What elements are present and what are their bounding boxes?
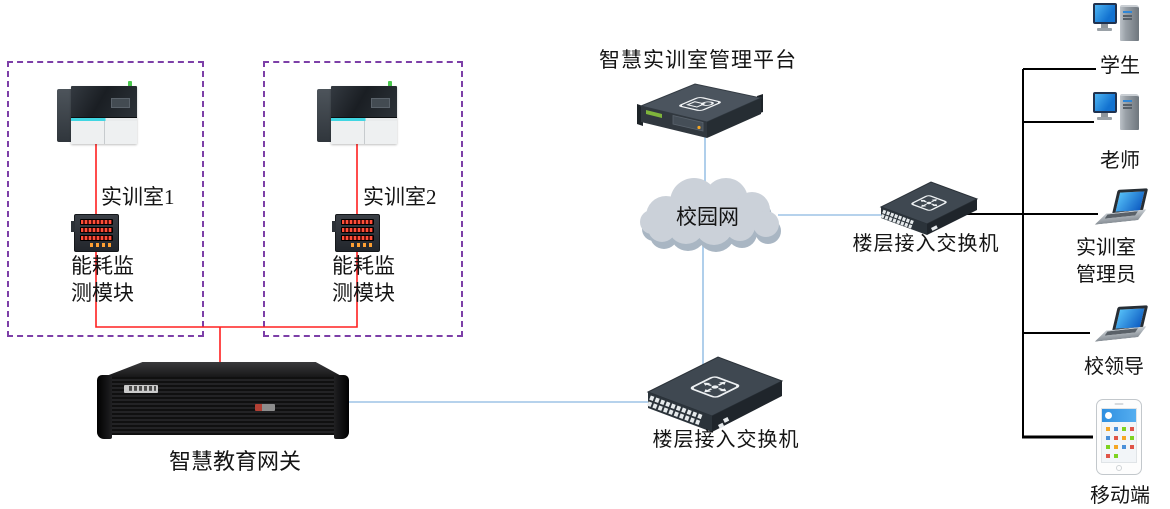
power-led-icon (128, 81, 132, 88)
floor-switch-right-label: 楼层接入交换机 (852, 233, 1000, 255)
meter2-label: 能耗监 测模块 (332, 254, 395, 305)
endpoint-admin-label: 实训室 管理员 (1076, 237, 1136, 286)
room1-label: 实训室1 (101, 185, 175, 209)
desktop-computer-icon (1093, 3, 1141, 45)
switch-ports (647, 395, 703, 425)
energy-meter-icon (332, 214, 380, 252)
lab-equipment-icon (317, 81, 397, 146)
floor-switch-right-icon (879, 181, 979, 235)
cloud-label: 校园网 (676, 205, 739, 229)
switch-icon-glyph (911, 195, 947, 211)
floor-switch-main-icon (646, 356, 784, 432)
desktop-computer-icon (1093, 92, 1141, 134)
laptop-icon (1094, 305, 1152, 346)
gateway-logo (124, 385, 158, 393)
training-room-2-box (263, 61, 463, 337)
endpoint-leader-label: 校领导 (1084, 356, 1144, 378)
training-room-1-box (7, 61, 204, 337)
smartphone-icon (1096, 399, 1142, 475)
pc-tower-icon (1120, 94, 1139, 130)
monitor-icon (1093, 92, 1117, 113)
endpoint-teacher-label: 老师 (1100, 150, 1140, 172)
switch-ports (880, 209, 914, 229)
lab-equipment-icon (57, 81, 137, 146)
endpoint-mobile-label: 移动端 (1090, 485, 1150, 507)
switch-icon-glyph (690, 376, 740, 398)
gateway-server-icon (97, 362, 349, 444)
gateway-indicator-icon (255, 404, 275, 411)
gateway-label: 智慧教育网关 (168, 449, 301, 474)
pc-tower-icon (1120, 5, 1139, 41)
campus-cloud-icon (640, 178, 781, 252)
platform-icon-glyph (679, 97, 721, 111)
meter1-label: 能耗监 测模块 (71, 254, 134, 305)
floor-switch-main-label: 楼层接入交换机 (652, 429, 800, 451)
monitor-icon (1093, 3, 1117, 24)
power-led-icon (388, 81, 392, 88)
room2-label: 实训室2 (363, 185, 437, 209)
platform-label: 智慧实训室管理平台 (599, 48, 797, 72)
energy-meter-icon (71, 214, 119, 252)
laptop-icon (1094, 188, 1152, 229)
platform-server-icon (637, 83, 763, 138)
endpoint-student-label: 学生 (1100, 55, 1140, 77)
